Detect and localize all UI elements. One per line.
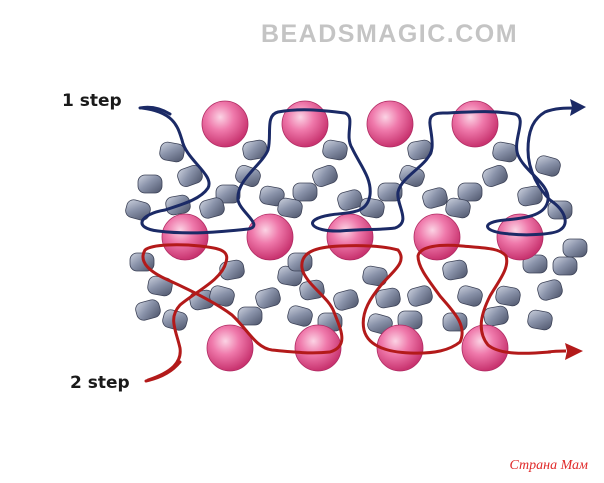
- thread-step-1: [140, 106, 579, 237]
- seed-bead: [527, 309, 553, 331]
- large-bead: [281, 100, 329, 148]
- seed-bead: [322, 139, 348, 161]
- seed-bead: [375, 287, 401, 309]
- seed-bead: [445, 197, 471, 219]
- thread-step-2-lead: [144, 360, 182, 383]
- large-bead: [246, 213, 294, 261]
- seed-bead: [552, 256, 578, 276]
- seed-bead: [495, 285, 521, 307]
- seed-bead: [362, 265, 388, 287]
- large-bead: [376, 324, 424, 372]
- seed-bead: [337, 189, 363, 211]
- large-bead: [451, 100, 499, 148]
- seed-bead: [159, 141, 185, 163]
- seed-bead: [177, 165, 203, 187]
- seed-beads-group: [125, 139, 588, 335]
- step-2-label: 2 step: [70, 373, 130, 393]
- seed-bead: [537, 279, 563, 301]
- large-bead: [326, 213, 374, 261]
- seed-bead: [483, 305, 509, 327]
- seed-bead: [299, 279, 325, 301]
- thread-step-2-tail: [547, 349, 567, 354]
- seed-bead: [237, 306, 263, 326]
- arrowhead-step-2: [565, 343, 583, 360]
- large-bead: [294, 324, 342, 372]
- seed-bead: [209, 285, 235, 307]
- thread-step-2: [141, 243, 552, 382]
- large-bead: [206, 324, 254, 372]
- seed-bead: [147, 275, 173, 297]
- site-signature: Страна Мам: [509, 458, 589, 473]
- seed-bead: [277, 197, 303, 219]
- seed-bead: [333, 289, 359, 311]
- seed-bead: [125, 199, 151, 221]
- seed-bead: [242, 139, 268, 161]
- seed-bead: [562, 238, 588, 258]
- thread-step-1-lead: [138, 105, 172, 116]
- seed-bead: [535, 155, 561, 177]
- seed-bead: [442, 259, 468, 281]
- large-bead: [461, 324, 509, 372]
- seed-bead: [199, 197, 225, 219]
- seed-bead: [377, 182, 403, 202]
- seed-bead: [287, 252, 313, 272]
- seed-bead: [287, 305, 313, 327]
- seed-bead: [312, 165, 338, 187]
- seed-bead: [517, 185, 543, 207]
- seed-bead: [292, 182, 318, 202]
- seed-bead: [255, 287, 281, 309]
- large-bead: [201, 100, 249, 148]
- seed-bead: [492, 141, 518, 163]
- large-bead: [496, 213, 544, 261]
- arrowhead-step-1: [570, 99, 586, 116]
- seed-bead: [457, 285, 483, 307]
- step-1-label: 1 step: [62, 91, 122, 111]
- large-beads-group: [161, 100, 544, 372]
- seed-bead: [215, 184, 241, 204]
- seed-bead: [137, 174, 163, 194]
- seed-bead: [407, 285, 433, 307]
- seed-bead: [482, 165, 508, 187]
- seed-bead: [457, 182, 483, 202]
- seed-bead: [422, 187, 448, 209]
- large-bead: [366, 100, 414, 148]
- watermark-text: BEADSMAGIC.COM: [260, 20, 519, 48]
- seed-bead: [522, 254, 548, 274]
- seed-bead: [135, 299, 161, 321]
- large-bead: [161, 213, 209, 261]
